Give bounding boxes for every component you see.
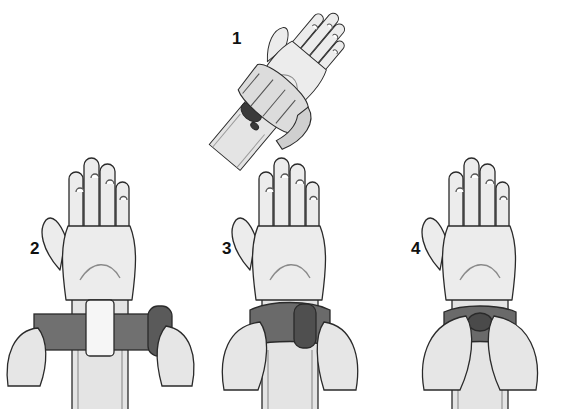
right-hand	[317, 322, 357, 390]
callout-number: 4	[411, 240, 420, 257]
panel-two	[7, 158, 194, 409]
panel-three	[222, 158, 357, 409]
left-hand	[222, 322, 266, 390]
callout-number: 2	[30, 240, 39, 257]
callout-number: 1	[232, 30, 241, 47]
panel-one	[193, 0, 361, 174]
open-hand	[42, 158, 135, 409]
right-hand	[157, 326, 194, 386]
bandage-roll	[294, 304, 316, 348]
dressing-pad	[86, 300, 114, 356]
left-hand	[423, 316, 472, 390]
blood-drop	[249, 121, 259, 131]
right-hand	[488, 316, 537, 390]
callout-number: 3	[222, 240, 231, 257]
open-hand	[193, 0, 361, 174]
bandage-knot	[468, 313, 492, 331]
grip-fingers	[240, 70, 296, 125]
left-hand	[7, 328, 46, 386]
grip-thumb	[275, 105, 320, 153]
panel-four	[422, 158, 537, 409]
